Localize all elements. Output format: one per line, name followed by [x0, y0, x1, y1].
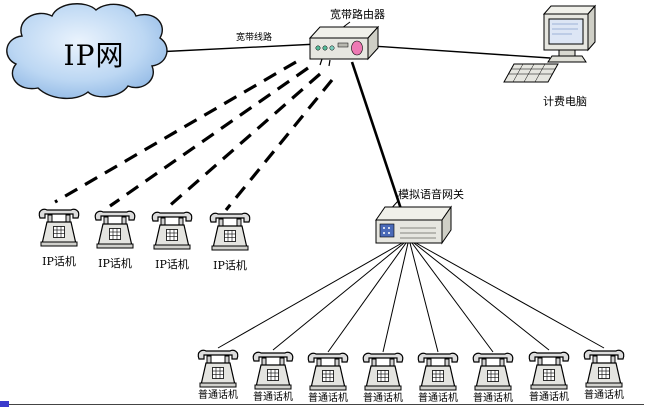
broadband-line-label: 宽带线路: [236, 33, 273, 43]
dashed-links-router-to-ip-phones: [54, 60, 334, 212]
analog-phone-icon-3: [307, 352, 349, 391]
analog-phone-label-2: 普通话机: [253, 392, 293, 403]
link-router-to-gateway: [350, 61, 404, 213]
router-label: 宽带路由器: [330, 8, 385, 21]
link-cloud-to-router: [154, 43, 319, 53]
ip-network-cloud: [6, 3, 168, 99]
analog-phone-label-3: 普通话机: [308, 393, 348, 404]
analog-phone-icon-5: [417, 352, 459, 391]
billing-computer-device: [503, 4, 597, 83]
bottom-left-blue-artifact: [0, 401, 9, 407]
analog-phone-label-6: 普通话机: [473, 393, 513, 404]
analog-phone-label-5: 普通话机: [418, 393, 458, 404]
ip-phone-icon-3: [151, 211, 193, 250]
links-gateway-to-analog-phones: [217, 242, 605, 353]
bottom-edge-line: [8, 404, 644, 405]
ip-phone-icon-1: [38, 208, 80, 247]
analog-phone-label-8: 普通话机: [584, 390, 624, 401]
ip-phone-label-4: IP话机: [213, 259, 247, 272]
gateway-label: 模拟语音网关: [398, 188, 464, 201]
ip-phone-label-3: IP话机: [155, 258, 189, 271]
ip-phone-icon-2: [94, 210, 136, 249]
analog-phone-label-7: 普通话机: [529, 392, 569, 403]
analog-phone-icon-2: [252, 351, 294, 390]
voice-gateway-device: [375, 205, 452, 245]
analog-phone-icon-1: [197, 349, 239, 388]
analog-phone-label-1: 普通话机: [198, 390, 238, 401]
analog-phone-label-4: 普通话机: [363, 393, 403, 404]
analog-phone-icon-4: [362, 352, 404, 391]
cloud-label: IP网: [63, 39, 125, 72]
ip-phone-label-1: IP话机: [42, 255, 76, 268]
link-router-to-computer: [371, 45, 551, 59]
analog-phone-icon-8: [583, 349, 625, 388]
computer-label: 计费电脑: [543, 95, 587, 108]
ip-phone-label-2: IP话机: [98, 257, 132, 270]
broadband-router-device: [308, 25, 380, 67]
ip-phone-icon-4: [209, 212, 251, 251]
analog-phone-icon-7: [528, 351, 570, 390]
analog-phone-icon-6: [472, 352, 514, 391]
